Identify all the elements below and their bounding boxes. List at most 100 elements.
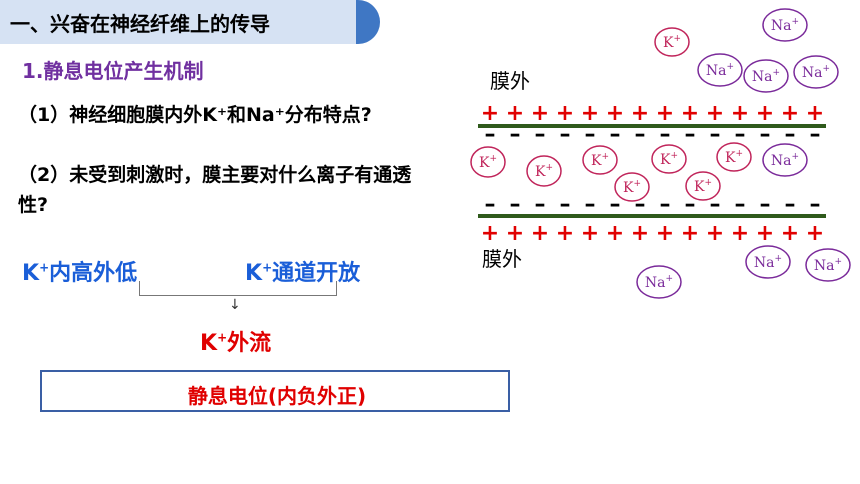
positive-charge: + bbox=[806, 221, 824, 246]
subheading: 1.静息电位产生机制 bbox=[22, 59, 204, 83]
negative-charge: – bbox=[585, 122, 596, 147]
potassium-ion-icon bbox=[582, 145, 618, 175]
potassium-ion-icon bbox=[614, 172, 650, 202]
sodium-ion-icon bbox=[762, 8, 808, 42]
sodium-ion-icon bbox=[743, 59, 789, 93]
question-1: （1）神经细胞膜内外K⁺和Na⁺分布特点? bbox=[18, 104, 372, 126]
negative-charge: – bbox=[485, 122, 496, 147]
positive-charge: + bbox=[781, 101, 799, 126]
ion-label: Na+ bbox=[752, 68, 780, 85]
positive-charge: + bbox=[531, 101, 549, 126]
potassium-ion-icon bbox=[654, 27, 690, 57]
positive-charge: + bbox=[506, 101, 524, 126]
section-banner: 一、兴奋在神经纤维上的传导 bbox=[0, 0, 380, 44]
join-bracket bbox=[139, 281, 337, 296]
potassium-ion-icon bbox=[526, 155, 562, 187]
negative-charge: – bbox=[735, 122, 746, 147]
potassium-ion-icon bbox=[470, 146, 506, 178]
sodium-ion-icon bbox=[697, 53, 743, 87]
negative-charge: – bbox=[560, 192, 571, 217]
top-plus-row: ++++++++++++++ bbox=[481, 101, 824, 126]
negative-charge: – bbox=[710, 192, 721, 217]
ion-label: Na+ bbox=[771, 17, 799, 34]
positive-charge: + bbox=[731, 101, 749, 126]
negative-charge: – bbox=[785, 122, 796, 147]
k-outflow-label: K+外流 bbox=[200, 330, 272, 356]
negative-charge: – bbox=[810, 122, 821, 147]
negative-charge: – bbox=[685, 122, 696, 147]
sodium-ion-icon bbox=[636, 265, 682, 299]
negative-charge: – bbox=[660, 122, 671, 147]
ion-label: K+ bbox=[660, 151, 678, 168]
top-minus-row: –––––––––––––– bbox=[485, 122, 821, 147]
ion-label: K+ bbox=[479, 154, 497, 171]
k-distribution-label: K+内高外低 bbox=[22, 260, 138, 286]
negative-charge: – bbox=[710, 122, 721, 147]
positive-charge: + bbox=[631, 101, 649, 126]
ion-label: K+ bbox=[725, 149, 743, 166]
positive-charge: + bbox=[781, 221, 799, 246]
positive-charge: + bbox=[656, 221, 674, 246]
negative-charge: – bbox=[810, 192, 821, 217]
positive-charge: + bbox=[756, 101, 774, 126]
ion-label: Na+ bbox=[706, 62, 734, 79]
positive-charge: + bbox=[606, 101, 624, 126]
potassium-ion-icon bbox=[685, 171, 721, 201]
sodium-ion-icon bbox=[745, 245, 791, 279]
banner-title: 一、兴奋在神经纤维上的传导 bbox=[10, 12, 270, 36]
down-arrow-icon: ↓ bbox=[229, 297, 241, 313]
positive-charge: + bbox=[581, 101, 599, 126]
negative-charge: – bbox=[660, 192, 671, 217]
ion-label: Na+ bbox=[771, 152, 799, 169]
negative-charge: – bbox=[685, 192, 696, 217]
ion-group: K+Na+Na+Na+Na+K+K+K+K+K+K+K+Na+Na+Na+Na+ bbox=[470, 8, 851, 299]
negative-charge: – bbox=[585, 192, 596, 217]
membrane-line-bottom bbox=[478, 214, 826, 218]
negative-charge: – bbox=[735, 192, 746, 217]
negative-charge: – bbox=[535, 192, 546, 217]
negative-charge: – bbox=[760, 122, 771, 147]
positive-charge: + bbox=[531, 221, 549, 246]
negative-charge: – bbox=[610, 122, 621, 147]
positive-charge: + bbox=[581, 221, 599, 246]
ion-label: K+ bbox=[535, 163, 553, 180]
ion-label: Na+ bbox=[645, 274, 673, 291]
positive-charge: + bbox=[706, 221, 724, 246]
negative-charge: – bbox=[560, 122, 571, 147]
positive-charge: + bbox=[556, 221, 574, 246]
positive-charge: + bbox=[556, 101, 574, 126]
negative-charge: – bbox=[535, 122, 546, 147]
negative-charge: – bbox=[760, 192, 771, 217]
positive-charge: + bbox=[806, 101, 824, 126]
outside-label-top: 膜外 bbox=[490, 69, 530, 93]
potassium-ion-icon bbox=[716, 142, 752, 172]
ion-label: K+ bbox=[663, 34, 681, 51]
positive-charge: + bbox=[481, 101, 499, 126]
positive-charge: + bbox=[681, 221, 699, 246]
ion-label: K+ bbox=[591, 152, 609, 169]
outside-label-bottom: 膜外 bbox=[482, 247, 522, 271]
sodium-ion-icon bbox=[762, 143, 808, 177]
sodium-ion-icon bbox=[793, 55, 839, 89]
negative-charge: – bbox=[510, 122, 521, 147]
k-channel-label: K+通道开放 bbox=[245, 260, 361, 286]
negative-charge: – bbox=[635, 122, 646, 147]
positive-charge: + bbox=[631, 221, 649, 246]
result-box: 静息电位(内负外正) bbox=[40, 370, 510, 412]
positive-charge: + bbox=[506, 221, 524, 246]
result-text: 静息电位(内负外正) bbox=[187, 384, 367, 408]
positive-charge: + bbox=[656, 101, 674, 126]
ion-label: Na+ bbox=[814, 257, 842, 274]
negative-charge: – bbox=[485, 192, 496, 217]
positive-charge: + bbox=[756, 221, 774, 246]
positive-charge: + bbox=[606, 221, 624, 246]
positive-charge: + bbox=[731, 221, 749, 246]
banner-accent bbox=[356, 0, 380, 44]
bottom-plus-row: ++++++++++++++ bbox=[481, 221, 824, 246]
sodium-ion-icon bbox=[805, 248, 851, 282]
positive-charge: + bbox=[706, 101, 724, 126]
negative-charge: – bbox=[610, 192, 621, 217]
potassium-ion-icon bbox=[651, 144, 687, 174]
ion-label: Na+ bbox=[754, 254, 782, 271]
negative-charge: – bbox=[510, 192, 521, 217]
